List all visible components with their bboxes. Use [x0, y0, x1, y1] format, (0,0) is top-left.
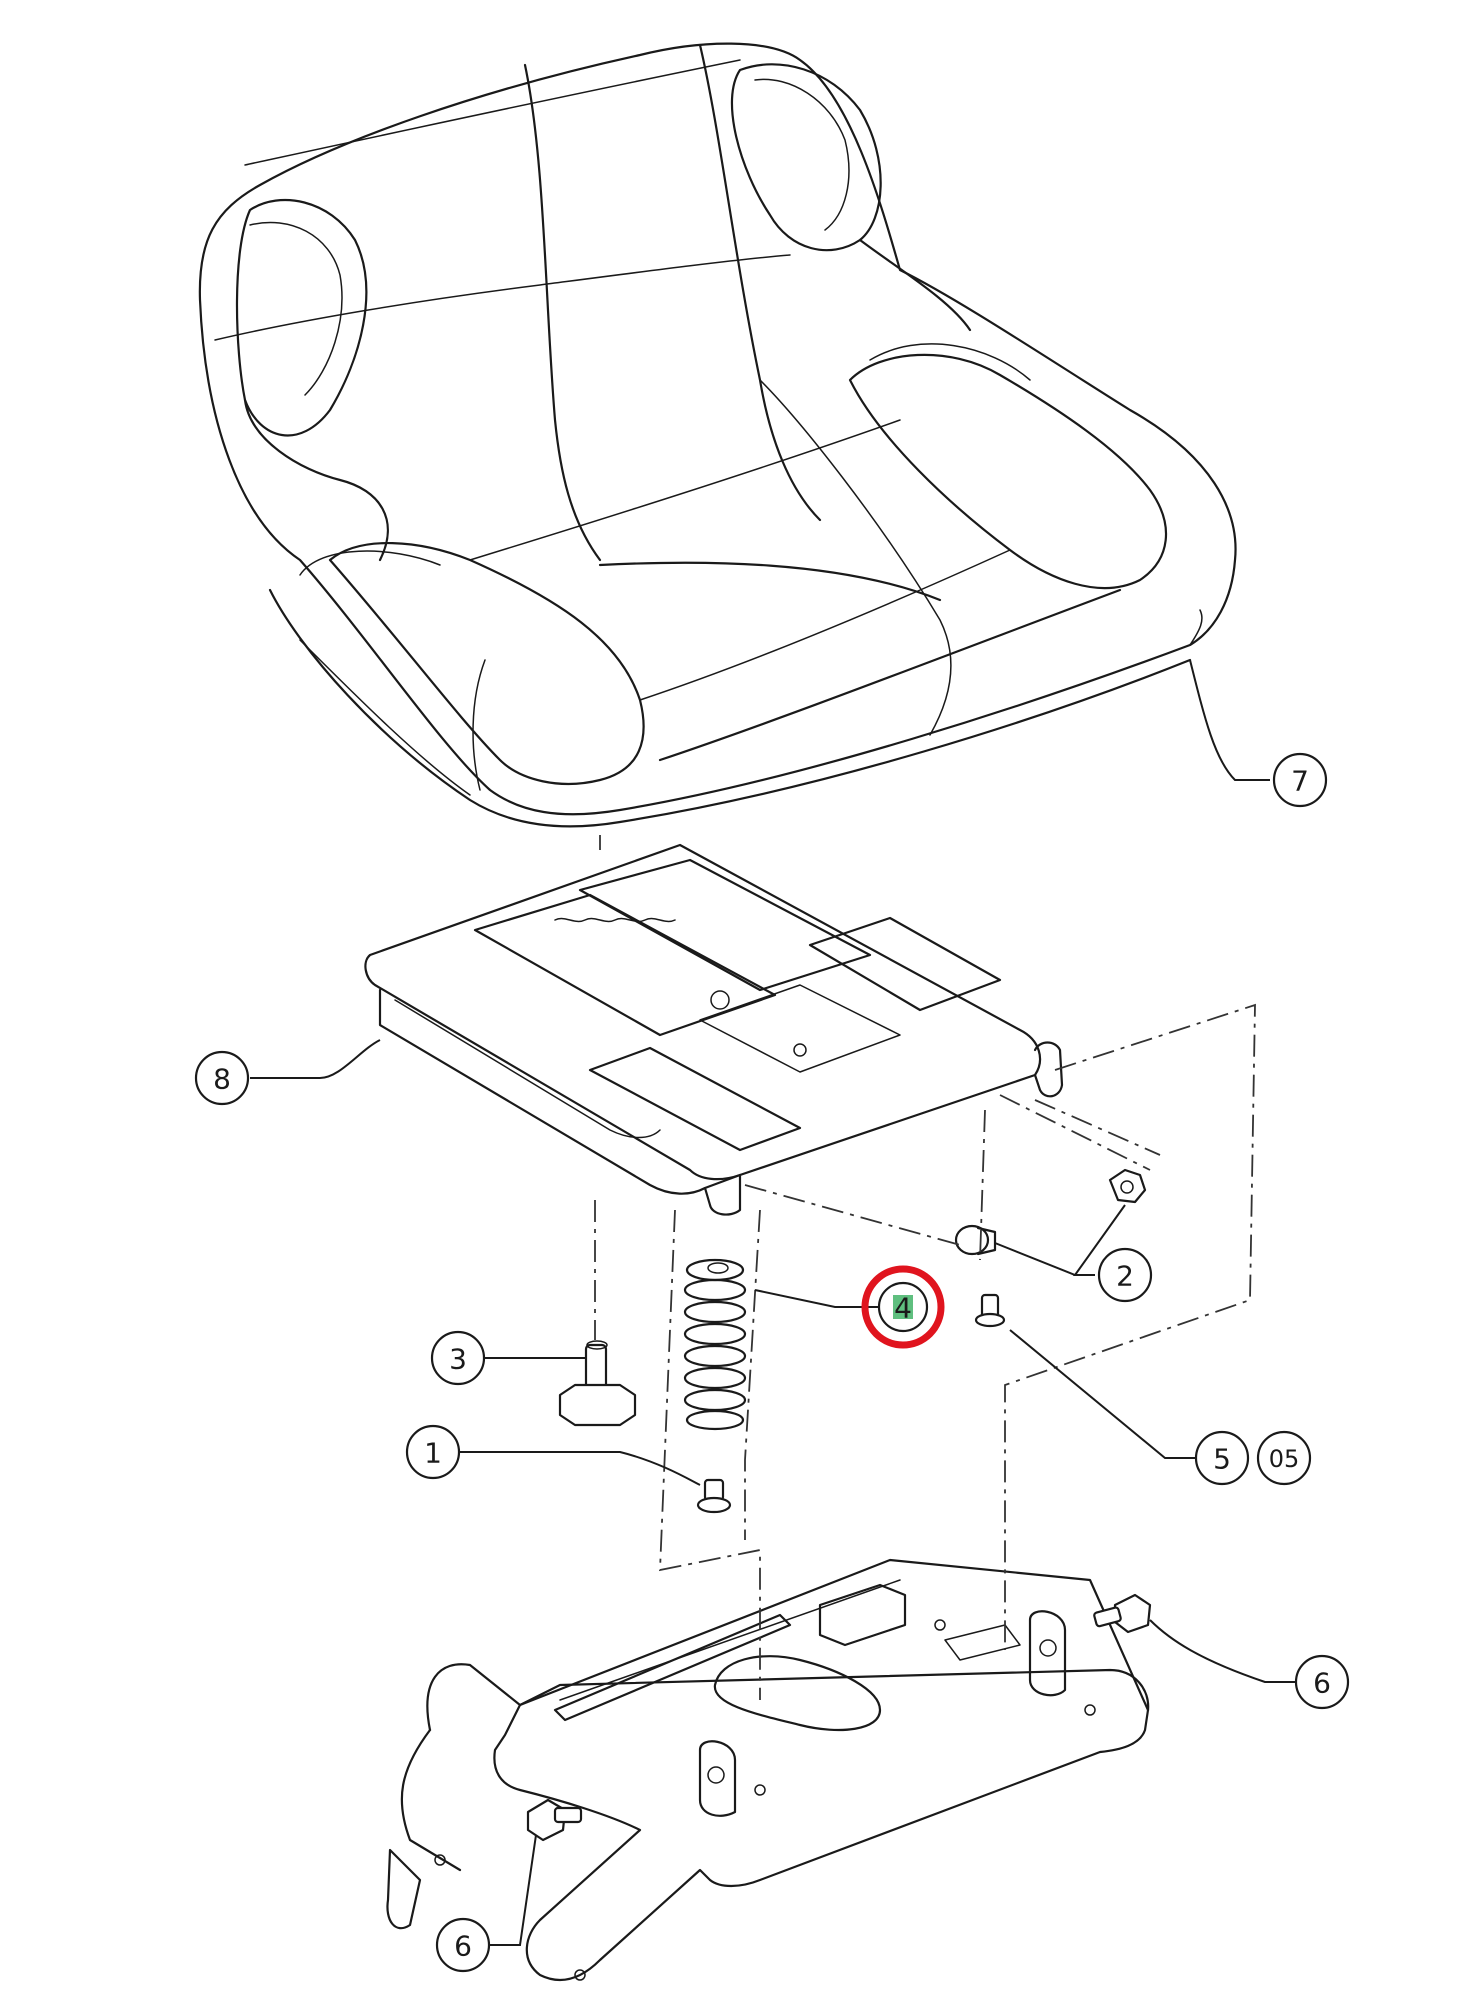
seat-mounting-plate [364, 843, 1064, 1216]
nut-and-bushing [954, 1168, 1147, 1256]
callout-2: 2 [1097, 1247, 1153, 1303]
assembly-lines [594, 835, 1256, 1700]
callout-6-left-label: 6 [454, 1930, 472, 1963]
callout-3-label: 3 [449, 1343, 467, 1376]
callout-1-label: 1 [424, 1437, 442, 1470]
callout-4: 4 [861, 1265, 945, 1349]
bolt-part-6-right [1093, 1593, 1152, 1634]
seat-base-bracket [386, 1558, 1150, 1982]
callout-2-label: 2 [1116, 1260, 1134, 1293]
callout-6-right: 6 [1294, 1654, 1350, 1710]
highlight-ring [861, 1265, 945, 1349]
callout-8: 8 [194, 1050, 250, 1106]
callout-05: 05 [1256, 1430, 1312, 1486]
adjustment-knob [558, 1340, 637, 1427]
bolt-part-5 [974, 1293, 1006, 1328]
seat-spring [683, 1258, 747, 1431]
leader-lines [250, 659, 1295, 1946]
callout-7: 7 [1272, 752, 1328, 808]
callout-05-label: 05 [1269, 1445, 1300, 1473]
callout-5: 5 [1194, 1430, 1250, 1486]
callout-6-right-label: 6 [1313, 1667, 1331, 1700]
seat-cushion [198, 42, 1237, 828]
callout-8-label: 8 [213, 1063, 231, 1096]
callout-4-label: 4 [894, 1292, 912, 1325]
bolt-part-1 [696, 1478, 732, 1514]
callout-5-label: 5 [1213, 1443, 1231, 1476]
highlight-marker [893, 1295, 913, 1319]
callout-1: 1 [405, 1424, 461, 1480]
callout-7-label: 7 [1291, 765, 1309, 798]
bolt-part-6-left [526, 1798, 583, 1842]
callout-6-left: 6 [435, 1917, 491, 1973]
callout-3: 3 [430, 1330, 486, 1386]
